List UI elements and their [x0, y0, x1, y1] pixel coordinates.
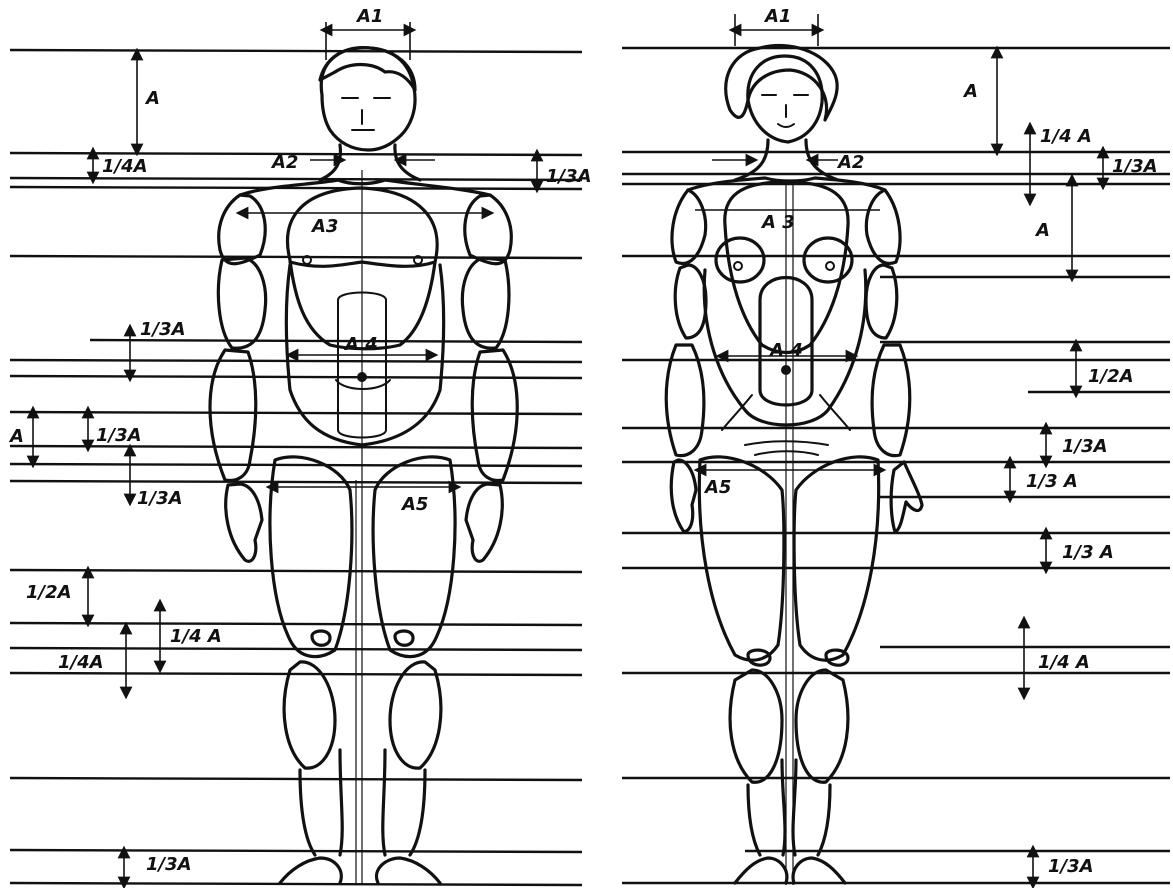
female-label-a4: A 4 [768, 340, 803, 361]
female-label-quarter-a: 1/4 A [1040, 126, 1092, 147]
female-label-a5: A5 [703, 477, 731, 498]
male-label-a3: A3 [310, 216, 338, 237]
male-label-a4: A 4 [343, 334, 378, 355]
male-label-a-side: A [8, 426, 24, 447]
female-label-half-a: 1/2A [1088, 366, 1134, 387]
male-label-third-a-bottom: 1/3A [146, 854, 192, 875]
female-guide-lines [622, 48, 1170, 883]
male-label-third-a-3: 1/3A [137, 488, 183, 509]
male-label-a5: A5 [400, 494, 428, 515]
female-label-a-right: A [1034, 220, 1050, 241]
male-label-a2: A2 [270, 152, 298, 173]
male-figure: A1 A 1/4A 1/3A A2 A3 1/3A A 4 A 1/3A 1/3… [8, 6, 592, 885]
female-figure: A1 A 1/4 A 1/3A A2 A 3 A A 4 1/2A 1/3A 1… [622, 6, 1170, 885]
female-label-third-a-1: 1/3A [1062, 436, 1108, 457]
male-label-a: A [144, 88, 160, 109]
female-head [726, 46, 837, 142]
male-label-quarter-a-2: 1/4A [58, 652, 104, 673]
female-label-a1: A1 [763, 6, 791, 27]
female-label-third-a-2: 1/3 A [1026, 471, 1078, 492]
male-label-quarter-a-1: 1/4 A [170, 626, 222, 647]
female-label-third-a-bottom: 1/3A [1048, 856, 1094, 877]
male-label-third-a-2: 1/3A [96, 425, 142, 446]
male-label-a1: A1 [355, 6, 383, 27]
female-label-third-a-neck: 1/3A [1112, 156, 1158, 177]
female-label-a3: A 3 [760, 212, 795, 233]
male-torso [240, 180, 490, 445]
female-label-quarter-a-knee: 1/4 A [1038, 652, 1090, 673]
female-label-a2: A2 [836, 152, 864, 173]
male-label-half-a: 1/2A [26, 582, 72, 603]
female-label-a: A [962, 81, 978, 102]
male-label-quarter-a-neck: 1/4A [102, 156, 148, 177]
male-label-third-a-1: 1/3A [140, 319, 186, 340]
male-label-third-a-neck: 1/3A [546, 166, 592, 187]
female-label-third-a-3: 1/3 A [1062, 542, 1114, 563]
female-legs [699, 457, 878, 883]
male-head [320, 48, 415, 150]
